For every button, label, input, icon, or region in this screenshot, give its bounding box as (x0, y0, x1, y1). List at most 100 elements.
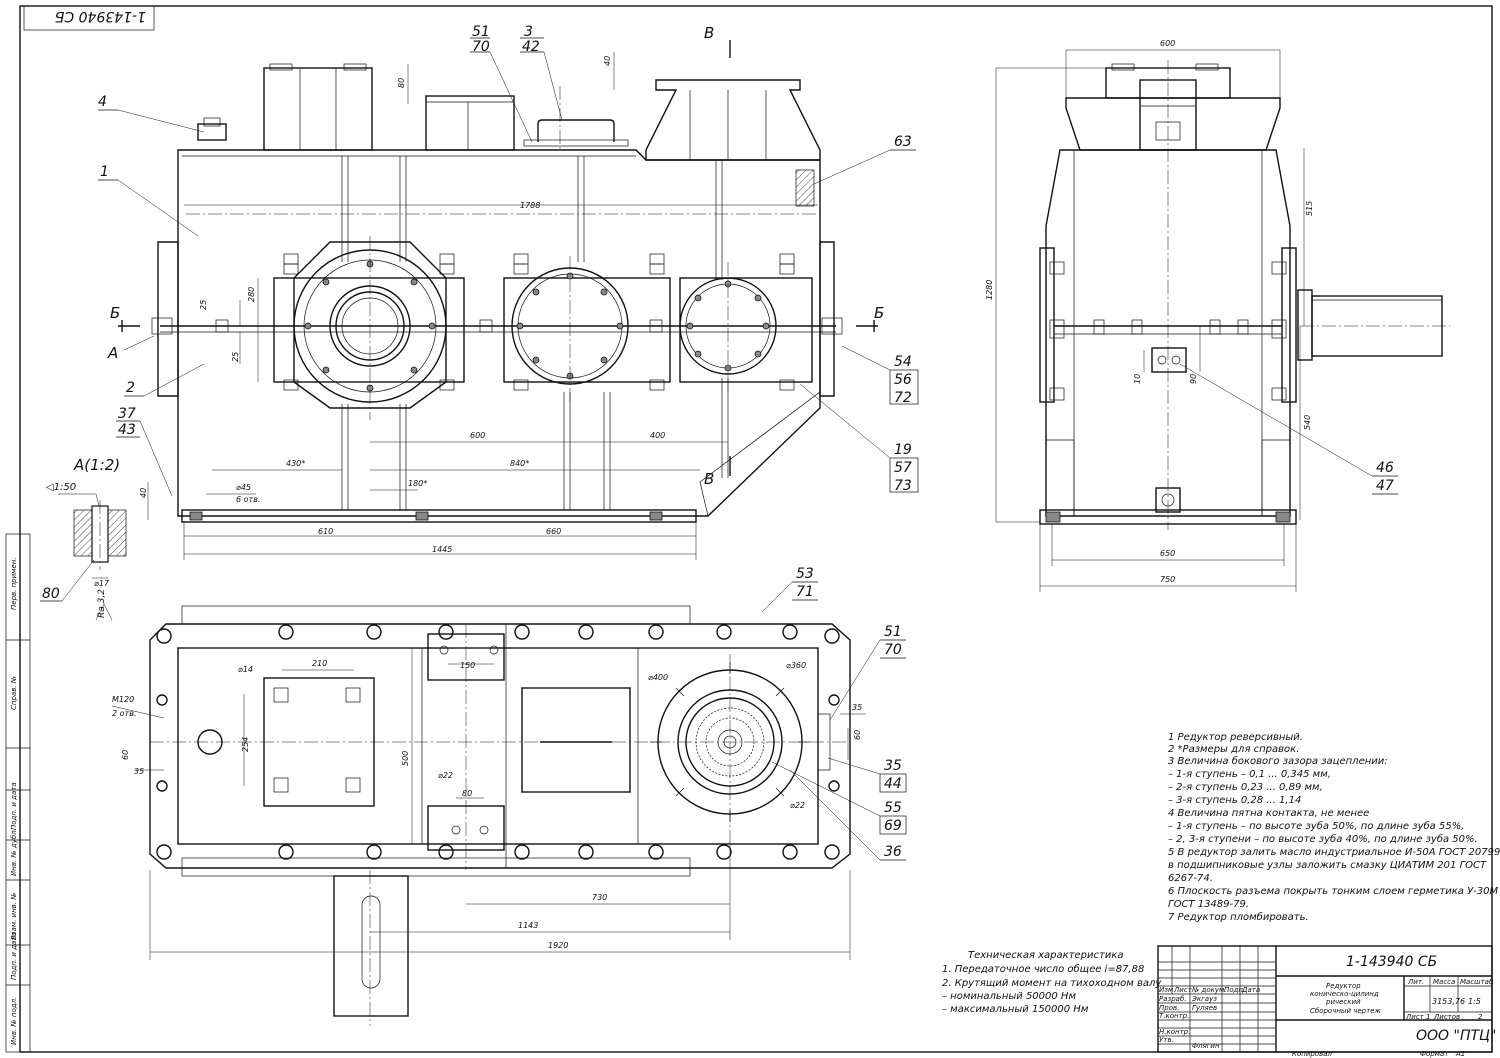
front-view: Б Б В В А 80 (107, 24, 884, 560)
callout-54: 54 (894, 354, 912, 370)
plan-dim-d400: ⌀400 (648, 673, 668, 682)
stamp-box-rotated (23, 5, 155, 31)
detail-taper: ◁1:50 (46, 482, 76, 493)
note-10: 5 В редуктор залить масло индустриальное… (1168, 847, 1500, 858)
tb-name-l3: рический (1325, 998, 1361, 1006)
dim-1788: 1788 (520, 201, 540, 210)
plan-m120: М120 (112, 695, 134, 704)
plan-dim-d22: ⌀22 (438, 771, 453, 780)
callout-55: 55 (884, 800, 902, 816)
dim-600: 600 (470, 431, 485, 440)
callout-37: 37 (118, 406, 136, 422)
tech-spec: Техническая характеристика 1. Передаточн… (942, 950, 1162, 1015)
callout-19: 19 (894, 442, 912, 458)
tb-sheet: 1 (1426, 1013, 1430, 1021)
strip-label-7: Инв. № подл. (10, 997, 18, 1045)
plan-dim-730: 730 (592, 893, 607, 902)
strip-label-5: Взам. инв. № (10, 892, 18, 940)
note-5: – 2-я ступень 0,23 ... 0,89 мм, (1168, 782, 1323, 793)
tb-name-1: Экгауз (1191, 995, 1217, 1003)
plan-dim-500: 500 (401, 751, 410, 766)
tb-scale: 1:5 (1468, 997, 1481, 1006)
tb-sheets-label: Листов (1433, 1013, 1460, 1021)
front-callouts: 51 70 3 42 4 1 2 37 43 63 54 56 72 19 57… (98, 24, 919, 497)
tb-role-2: Пров. (1159, 1004, 1179, 1012)
note-6: – 3-я ступень 0,28 ... 1,14 (1168, 795, 1301, 806)
note-3: 3 Величина бокового зазора зацеплении: (1168, 755, 1388, 767)
plan-m120-holes: 2 отв. (112, 709, 136, 718)
note-7: 4 Величина пятна контакта, не менее (1168, 808, 1369, 819)
dim-400: 400 (650, 431, 665, 440)
tech-spec-title: Техническая характеристика (968, 950, 1124, 961)
plan-dim-d14: ⌀14 (238, 665, 253, 674)
note-8: – 1-я ступень – по высоте зуба 50%, по д… (1168, 820, 1464, 832)
tech-spec-line-1: 1. Передаточное число общее i=87,88 (942, 963, 1144, 975)
plan-dim-254: 254 (241, 737, 250, 752)
note-14: ГОСТ 13489-79. (1168, 899, 1249, 910)
callout-71: 71 (796, 584, 814, 600)
callout-1: 1 (100, 164, 109, 180)
side-dim-600: 600 (1160, 39, 1175, 48)
strip-label-1: Перв. примен. (10, 557, 18, 610)
tb-mass-label: Масса (1433, 978, 1455, 986)
dim-840: 840* (510, 459, 529, 468)
tb-hdr-doc: № докум. (1191, 986, 1227, 994)
strip-label-4: Инв. № дубл. (10, 828, 18, 876)
callout-42: 42 (522, 39, 540, 55)
note-4: – 1-я ступень – 0,1 ... 0,345 мм, (1168, 769, 1331, 780)
side-dim-90: 90 (1189, 374, 1198, 384)
callout-3: 3 (524, 24, 533, 40)
note-1: 1 Редуктор реверсивный. (1168, 732, 1303, 743)
dim-660: 660 (546, 527, 561, 536)
tech-spec-line-3: – номинальный 50000 Нм (942, 991, 1076, 1002)
dim-6-holes: 6 отв. (236, 495, 260, 504)
left-binding-strip: Перв. примен. Справ. № Подп. и дата Инв.… (5, 533, 31, 1053)
tech-spec-line-4: – максимальный 150000 Нм (942, 1004, 1089, 1015)
detail-dia-17: ⌀17 (94, 579, 110, 588)
section-mark-v-top: В (704, 24, 714, 42)
side-dim-10: 10 (1133, 374, 1142, 384)
tb-scale-label: Масштаб (1460, 978, 1494, 986)
callout-72: 72 (894, 390, 912, 406)
view-mark-a: А (107, 344, 118, 362)
plan-dim-60: 60 (121, 750, 130, 760)
note-9: – 2, 3-я ступени – по высоте зуба 40%, п… (1168, 833, 1478, 845)
section-mark-b-right: Б (874, 304, 884, 322)
rotated-stamp-code: 1-143940 СБ (55, 8, 146, 24)
side-dim-750: 750 (1160, 575, 1175, 584)
note-12: 6267-74. (1168, 873, 1213, 884)
dim-180: 180* (408, 479, 427, 488)
tb-role-1: Разраб. (1159, 995, 1187, 1003)
dim-80: 80 (397, 78, 406, 88)
note-13: 6 Плоскость разъема покрыть тонким слоем… (1168, 886, 1498, 897)
plan-dim-d360: ⌀360 (786, 661, 806, 670)
callout-57: 57 (894, 460, 912, 476)
tb-copied: Копировал (1292, 1050, 1333, 1058)
side-dim-650: 650 (1160, 549, 1175, 558)
callout-56: 56 (894, 372, 912, 388)
detail-a: А(1:2) ◁1:50 80 ⌀17 Ra 3,2 (40, 456, 127, 621)
plan-dim-1920: 1920 (548, 941, 568, 950)
callout-63: 63 (894, 134, 912, 150)
tb-name-l1: Редуктор (1326, 982, 1361, 990)
section-mark-b-left: Б (110, 304, 120, 322)
side-dim-1280: 1280 (985, 280, 994, 300)
callout-70-plan: 70 (884, 642, 902, 658)
dim-25b: 25 (231, 352, 240, 362)
plan-dim-210: 210 (312, 659, 327, 668)
tb-role-5: Н.контр. (1159, 1028, 1190, 1036)
plan-dim-60r: 60 (853, 730, 862, 740)
dim-40: 40 (603, 56, 612, 66)
strip-label-3: Подп. и дата (10, 782, 18, 830)
tb-role-3: Т.контр. (1159, 1012, 1189, 1020)
tb-hdr-izm: Изм (1159, 986, 1174, 994)
tb-sheet-label: Лист (1405, 1013, 1425, 1021)
plan-dim-1143: 1143 (518, 921, 538, 930)
callout-80: 80 (42, 586, 60, 602)
tb-hdr-list: Лист (1173, 986, 1193, 994)
dim-280: 280 (247, 287, 256, 302)
note-2: 2 *Размеры для справок. (1168, 744, 1299, 755)
tb-name-6: Флягин (1192, 1042, 1220, 1050)
plan-dim-d22b: ⌀22 (790, 801, 805, 810)
plan-view: М120 2 отв. 60 35 ⌀14 210 254 500 150 ⌀2… (111, 566, 907, 1026)
